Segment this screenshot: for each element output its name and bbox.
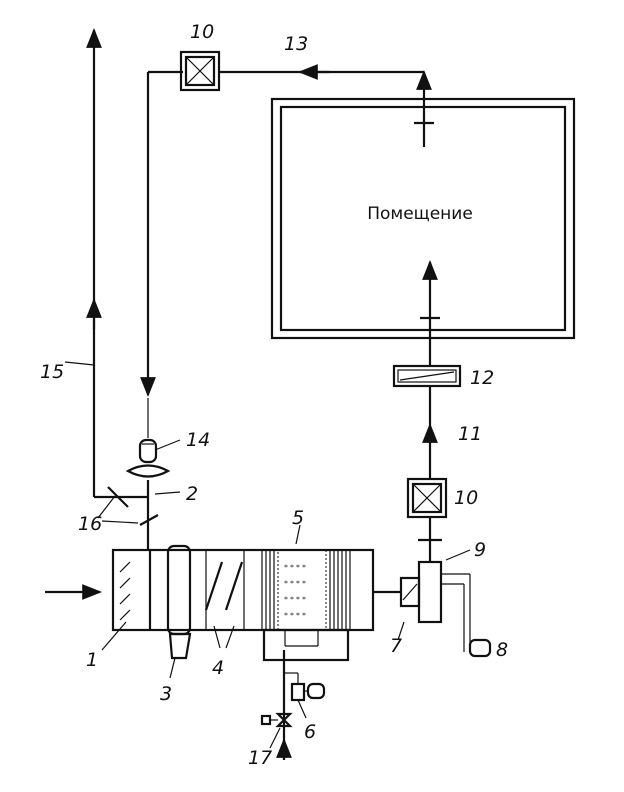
- supply-fan-icon: [417, 560, 443, 624]
- inlet-louvers-icon: [101, 561, 131, 651]
- drain-pan-icon: [262, 628, 350, 662]
- label-16: 16: [78, 513, 102, 535]
- exhaust-duct: [64, 28, 181, 550]
- label-9: 9: [474, 539, 486, 561]
- damper-exhaust-icon: [107, 486, 129, 508]
- pump-assembly: [260, 650, 326, 760]
- column-3-icon: [166, 544, 192, 679]
- label-2: 2: [186, 483, 198, 505]
- svg-text:* * * *: * * * *: [284, 595, 306, 604]
- motor-6-icon: [306, 682, 326, 700]
- heater-12-icon: [392, 364, 462, 388]
- label-17: 17: [248, 747, 272, 769]
- svg-text:* * * *: * * * *: [284, 579, 306, 588]
- filter-bottom-icon: [406, 477, 448, 519]
- filter-top-icon: [179, 50, 221, 92]
- return-air-duct: [140, 64, 434, 397]
- filters-4-icon: [204, 550, 245, 649]
- label-1: 1: [86, 649, 98, 671]
- damper-return-icon: [139, 514, 159, 526]
- svg-text:* * * *: * * * *: [284, 563, 306, 572]
- label-13: 13: [284, 33, 308, 55]
- label-11: 11: [458, 423, 482, 445]
- air-handling-unit: * * * * * * * * * * * * * * * *: [45, 524, 375, 679]
- label-5: 5: [292, 507, 304, 529]
- valve-17-icon: [275, 712, 293, 728]
- label-6: 6: [304, 721, 316, 743]
- label-12: 12: [470, 367, 494, 389]
- spray-chamber-icon: * * * * * * * * * * * * * * * *: [277, 524, 327, 631]
- return-fan-icon: [125, 398, 181, 478]
- label-8: 8: [496, 639, 508, 661]
- svg-text:* * * *: * * * *: [284, 611, 306, 620]
- coil-bank-icon: [261, 550, 351, 630]
- label-4: 4: [212, 657, 224, 679]
- label-3: 3: [160, 683, 172, 705]
- label-15: 15: [40, 361, 64, 383]
- label-10-bottom: 10: [454, 487, 478, 509]
- motor-8-icon: [468, 638, 492, 658]
- supply-duct: [392, 260, 462, 540]
- pump-icon: [290, 682, 306, 702]
- label-14: 14: [186, 429, 210, 451]
- room-label: Помещение: [367, 204, 473, 224]
- label-10-top: 10: [190, 21, 214, 43]
- label-7: 7: [390, 635, 402, 657]
